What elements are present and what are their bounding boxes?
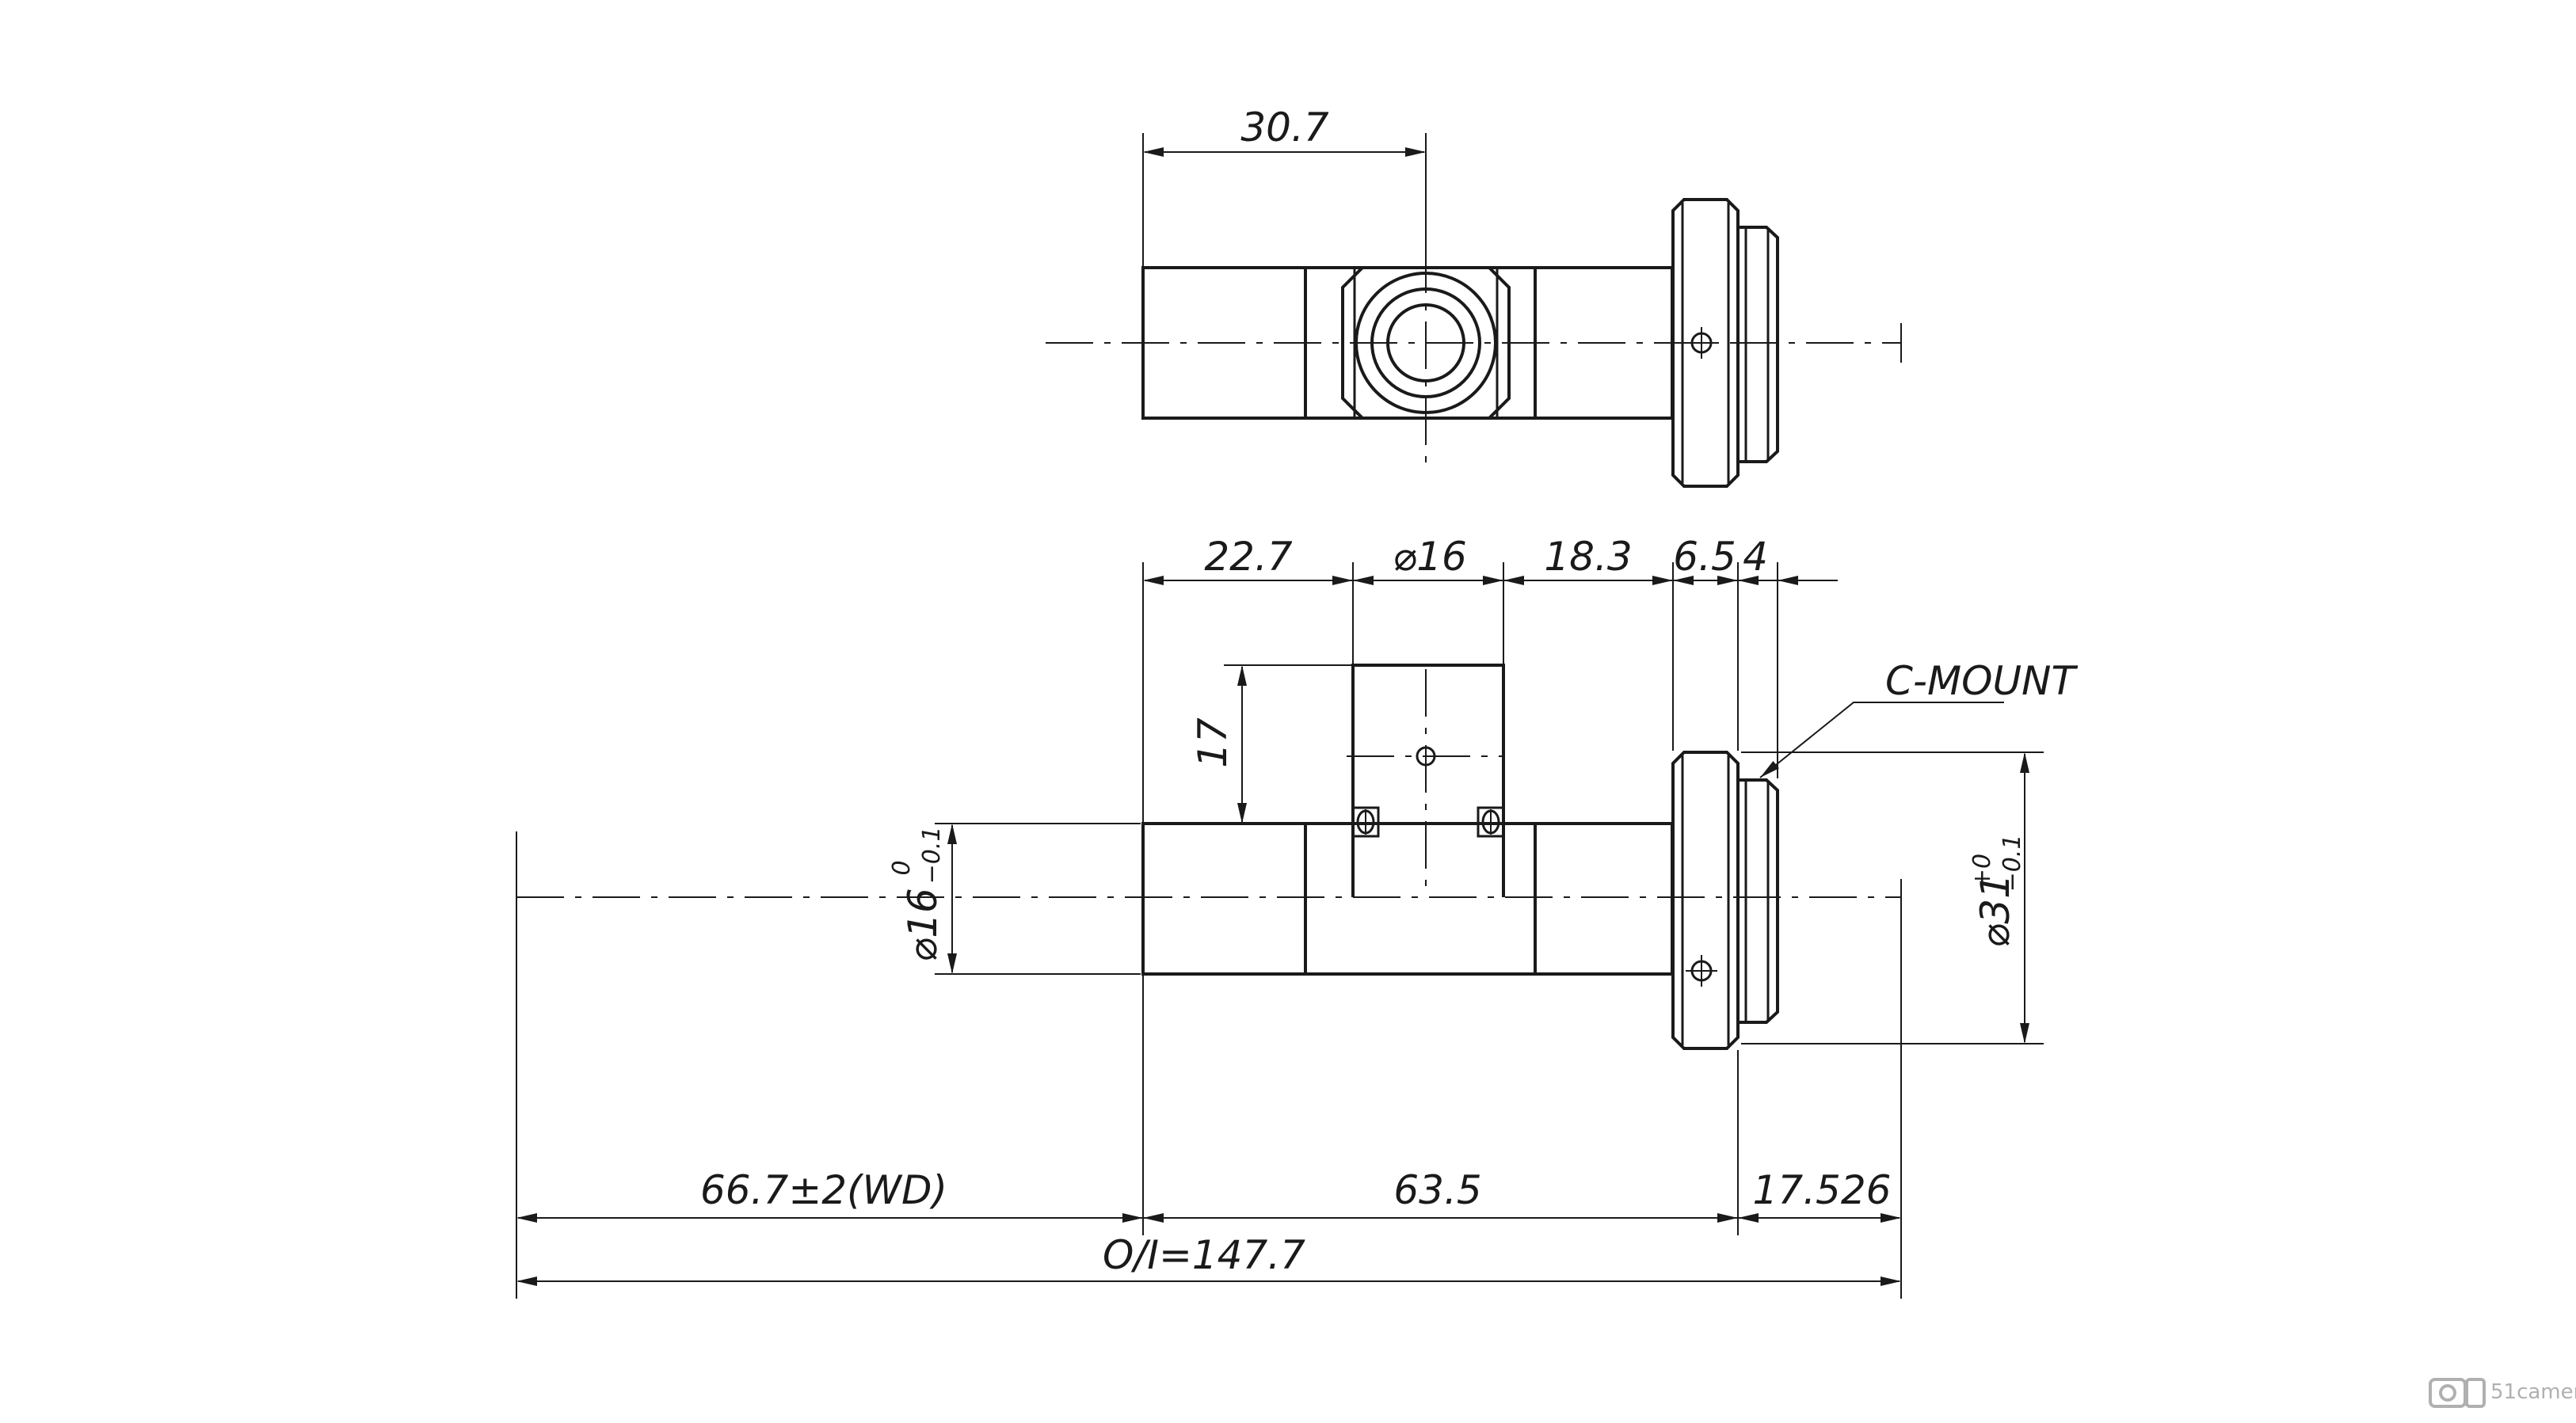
top-port-inner-ring — [1370, 287, 1481, 398]
top-port-bore — [1386, 303, 1465, 382]
camera-icon — [2429, 1378, 2486, 1408]
dim-port-dia-16: ⌀16 — [1393, 534, 1467, 580]
port-block — [1351, 664, 1505, 825]
front-body-segment-center — [1304, 822, 1537, 976]
top-port-boss — [1341, 266, 1511, 420]
port-screw-left-icon — [1351, 806, 1380, 838]
front-screw-icon — [1686, 955, 1717, 987]
dim-30-7: 30.7 — [1240, 105, 1329, 150]
port-screw-icon — [1416, 746, 1436, 767]
dim-6-5: 6.5 — [1673, 534, 1736, 580]
top-flange — [1671, 198, 1740, 488]
top-port-outer-ring — [1355, 272, 1497, 414]
dim-63-5: 63.5 — [1393, 1167, 1481, 1213]
top-thread — [1736, 226, 1779, 463]
front-view: 22.7 ⌀16 18.3 6.5 4 17 ⌀16 0 −0.1 ⌀31 +0… — [516, 534, 2078, 1299]
c-mount-thread — [1736, 778, 1779, 1024]
front-body-segment-left — [1141, 822, 1307, 976]
dim-total-oi: O/I=147.7 — [1103, 1232, 1305, 1278]
dim-body-dia-upper-tol: 0 — [888, 860, 916, 875]
dim-22-7: 22.7 — [1204, 534, 1293, 580]
port-screw-right-icon — [1477, 806, 1505, 838]
dim-body-dia-lower-tol: −0.1 — [918, 827, 946, 885]
watermark-text: 51camera — [2490, 1380, 2576, 1404]
top-view: 30.7 — [1046, 105, 1902, 488]
dim-mount-dia-lower-tol: −0.1 — [1999, 835, 2026, 892]
dim-mount-dia-upper-tol: +0 — [1968, 854, 1996, 888]
c-mount-label: C-MOUNT — [1885, 658, 2078, 704]
watermark: 51camera — [2429, 1378, 2576, 1408]
dim-mount-dia-31: ⌀31 — [1972, 873, 2018, 948]
dim-body-dia-16: ⌀16 — [900, 888, 946, 962]
c-mount-leader — [1759, 702, 2004, 778]
dim-17-526: 17.526 — [1753, 1167, 1892, 1213]
dim-4: 4 — [1743, 534, 1768, 580]
front-flange — [1671, 751, 1740, 1050]
dim-18-3: 18.3 — [1544, 534, 1632, 580]
front-body-segment-right — [1534, 822, 1674, 976]
top-screw-icon — [1686, 327, 1717, 359]
dim-working-distance: 66.7±2(WD) — [700, 1167, 947, 1213]
dim-17: 17 — [1190, 717, 1236, 768]
